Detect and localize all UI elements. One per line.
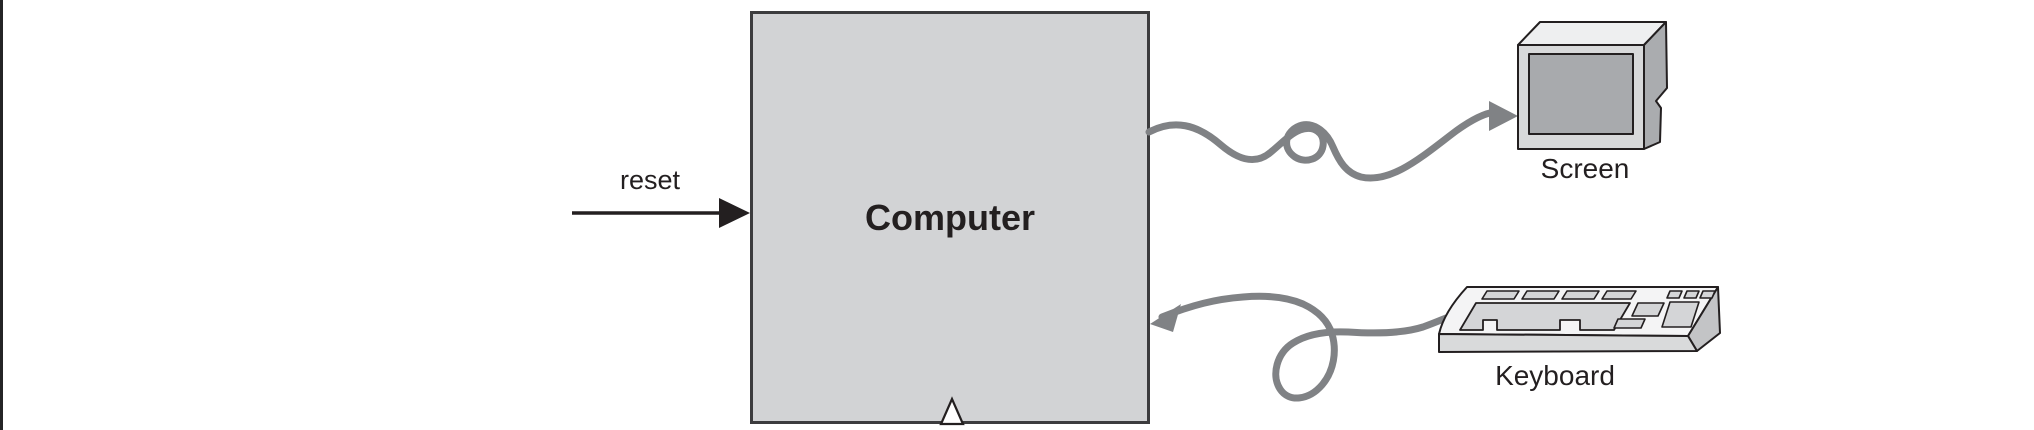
monitor-top-face (1517, 21, 1667, 46)
reset-arrow (572, 198, 750, 228)
screen-monitor-icon (1517, 21, 1668, 150)
computer-box (750, 11, 1150, 424)
page-edge-line (0, 0, 3, 430)
keyboard-icon (1438, 286, 1721, 353)
computer-label: Computer (865, 196, 1035, 238)
keyboard-front-face (1438, 333, 1698, 353)
screen-label: Screen (1540, 153, 1630, 184)
monitor-side-face (1643, 21, 1668, 150)
keyboard-function-keys (1481, 290, 1637, 300)
monitor-screen-glass (1528, 53, 1634, 135)
screen-cable-arrowhead-icon (1489, 101, 1518, 131)
keyboard-cable (1150, 292, 1450, 402)
screen-cable (1145, 101, 1518, 182)
keyboard-label: Keyboard (1495, 360, 1615, 391)
reset-label: reset (619, 165, 681, 195)
clock-input-triangle-icon (939, 396, 965, 426)
keyboard-indicator-keys (1666, 290, 1716, 299)
screen-cable-path (1145, 108, 1499, 182)
keyboard-main-keys (1459, 302, 1631, 331)
keyboard-right-keys (1613, 301, 1700, 329)
reset-arrowhead-icon (719, 198, 750, 228)
keyboard-cable-arrowhead-icon (1150, 304, 1181, 332)
keyboard-cable-path (1158, 292, 1450, 402)
